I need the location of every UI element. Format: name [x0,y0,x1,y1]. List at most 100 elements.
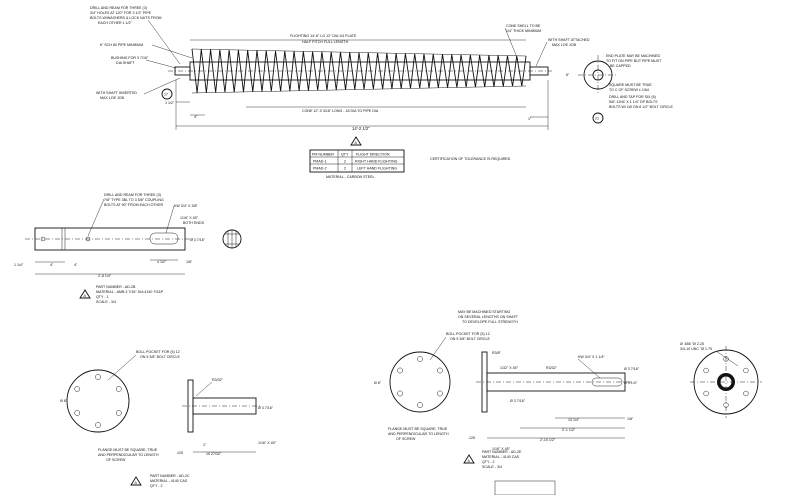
drill-ream-note-3: BOLTS W/WASHERS & LOCK NUTS FROM [90,16,161,20]
flighting-note-1: FLIGHTING 14'-6" LG 12" DIA 1/4 PLATE [290,34,357,38]
flange-left-circle [66,369,130,433]
shaft-dia: Ø 3 7/16" [190,238,206,242]
dim-a: 1 1/2" [165,101,175,105]
bolt-hole [74,386,81,392]
flange-left-part-1: PART NUMBER - AD-2C [150,474,190,478]
flange-mid-dim-end: 1/8" [627,417,634,421]
flange-mid-bolt-1: BOLL POCKET FOR (5) 12 [446,332,490,336]
flange-mid-view: Ø 8" BOLL POCKET FOR (5) 12 ON 9 3/8" BO… [374,310,640,469]
flighting-helix [191,48,527,94]
title-block-corner [494,480,556,495]
flange-mid-dim-len: 2'-10 1/2" [540,438,556,442]
square-1: SQUARE MUST BE TRUE [609,83,652,87]
drill-ream-note-4: EACH OTHER 1 1/2" [98,21,133,25]
shaft-note-1: DRILL AND REAM FOR THREE (3) [104,193,161,197]
flange-mid-tri-label: A [468,459,471,463]
bolt-hole [95,374,101,380]
flange-left-part-3: QTY - 2 [150,484,163,488]
shaft-chamfer-1: 1/16" X 45° [180,216,199,220]
flighting-note-2: HALF PITCH FULL LENGTH [302,40,349,44]
shaft-tri-label: A [84,294,87,298]
flange-mid-dia: Ø 8" [374,381,382,385]
shaft-part-3: QTY - 1 [96,295,109,299]
flange-mid-note-2: AND PERPENDICULAR TO LENGTH [388,432,449,436]
dim-c: 1" [528,117,532,121]
bolt-hole [417,402,423,408]
bolt-hole [703,390,709,397]
flange-left-len: 19 27/32" [206,452,222,456]
flange-left-dia: Ø 8" [60,399,68,403]
drill-ream-note-2: 3/4" HOLES AT 120° FOR 3 1/2" PIPE [90,11,152,15]
flange-mid-machined-2: ON SEVERAL LENGTHS ON SHAFT [458,315,519,319]
flange-mid-machined-1: MAY BE MACHINED STARTING [458,310,510,314]
table-row-1-pm: PMAD-1 [313,160,327,164]
shaft-part-4: SCALE - 3/4 [96,300,116,304]
shaft-part-1: PART NUMBER - AD-2B [96,285,136,289]
bolt-hole [437,390,443,397]
flange-mid-d2: Ø 3 7/16" [624,367,640,371]
flange-mid-kw: KW 3/4" X 1 1/4" [578,355,605,359]
table-material: MATERIAL - CARBON STEEL [326,175,375,179]
flange-mid-circle [389,351,451,413]
bolt-hole-2 [85,236,91,242]
bolt-hole [743,367,749,374]
endplate-2: TO FIT ON PIPE BUT PIPE MUST [606,59,662,63]
bolt-hole [723,402,729,408]
flange-right-note-1: Ø .656 "Ø 2.25 [680,342,704,346]
table-row-1-dir: RIGHT HAND FLIGHTING [355,160,398,164]
bolt-hole-1 [40,236,46,242]
flange-left-holes [74,374,122,428]
certification-note: CERTIFICATION OF TOLERANCE IS REQUIRED [430,157,511,161]
attached-1: WITH SHAFT ATTACHED [548,38,590,42]
attached-2: MAX LOE JOB [552,43,577,47]
shaft-note-3: BOLTS AT 90° FROM EACH OTHER [104,203,164,207]
flange-right-note-2: 3/4-10 UNC "Ø 1.75 [680,347,712,351]
flange-mid-dim-key2: 2'-1 1/2" [562,428,576,432]
balloon-21 [592,112,604,124]
pipe-note: 6" SCH 80 PIPE MINIMUM [100,43,143,47]
flange-mid-part-4: SCALE - 3/4 [482,465,502,469]
bolt-hole [417,356,423,362]
flange-left-ch: 1/16" X 45° [258,441,277,445]
cone-shell-1: CONE SHELL TO BE [506,24,541,28]
shaft-dim-left: 1 1/4" [14,263,24,267]
shaft-note-2: 7/8" TYPE 3BL TO 3 5/8" COUPLING [104,198,164,202]
drill-ream-note-1: DRILL AND REAM FOR THREE (3) [90,6,147,10]
shaft-dim-4a: 4" [50,263,54,267]
shaft-dim-4b: 4" [74,263,78,267]
flange-left-cham: R3/32" [212,378,224,382]
flange-left-note-2: AND PERPENDICULAR TO LENGTH [98,453,159,457]
table-header-flight: FLIGHT DIRECTION [356,153,390,157]
shaft-keyway: KW 3/4" X 3/8" [174,204,198,208]
flange-mid-r: R3/8" [492,351,502,355]
shaft-view: DRILL AND REAM FOR THREE (3) 7/8" TYPE 3… [14,193,242,304]
balloon-b: 21 [595,117,599,121]
bolt-hole [397,390,403,397]
bolt-hole [397,367,403,374]
table-row-2-qty: 2 [344,167,346,171]
tap-1: DRILL AND TAP FOR SIX (6) [609,95,656,99]
flange-left-part-2: MATERIAL - 4140 CAS [150,479,188,483]
end-dia: 6" [566,73,570,77]
shaft-triangle [79,289,91,299]
flange-mid-ch: 1/16" X 45° [492,447,511,451]
flange-mid-machined-3: TO DEVELOPE FULL STRENGTH [462,320,518,324]
flange-left-bolt-2: ON 9 3/8" BOLT CIRCLE [140,355,180,359]
keyway [149,232,179,245]
section-label: A [355,141,358,145]
shaft-dim-key-end: 1/8" [186,260,193,264]
end-view: 6" 21 [566,55,618,124]
flange-left-tri-label: A [135,481,138,485]
shaft-inserted-1: WITH SHAFT INSERTED [96,91,137,95]
table-row-2-pm: PMAD-2 [313,167,327,171]
shaft-part-2: MATERIAL - AMB 3 7/16" DIA 4140 TG&P [96,290,164,294]
bushing-note-2: DIA SHAFT [116,61,135,65]
flange-left-bolt-1: BOLL POCKET FOR (5) 12 [136,350,180,354]
bushing-note-1: BUSHING FOR 3 7/16" [111,56,149,60]
bolt-hole [115,386,122,392]
flange-right-view: Ø .656 "Ø 2.25 3/4-10 UNC "Ø 1.75 [680,342,762,418]
flange-mid-part-1: PART NUMBER - AD-2E [482,450,522,454]
balloon-a: 17 [164,93,168,97]
flange-mid-bolt-2: ON 9 3/8" BOLT CIRCLE [450,337,490,341]
